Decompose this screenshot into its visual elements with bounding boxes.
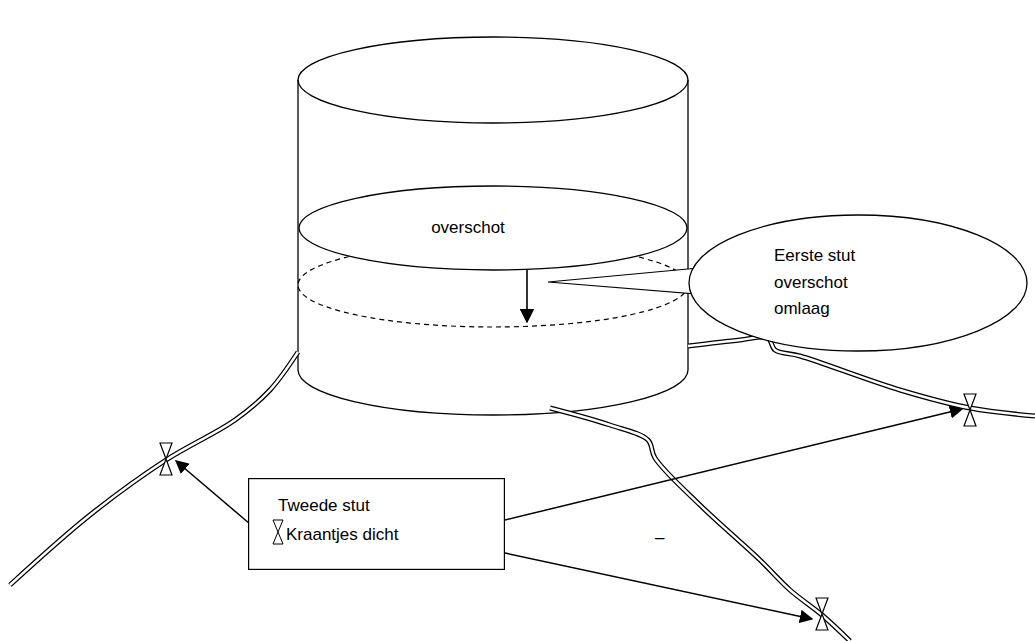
leader-arrow xyxy=(176,461,250,524)
callout-text: Eerste stut overschot omlaag xyxy=(774,243,902,322)
plate-ellipse-shape xyxy=(299,186,687,270)
instruction-box-outline xyxy=(248,478,505,570)
tank-bottom xyxy=(298,370,688,415)
callout-bubble-outline xyxy=(688,214,1028,352)
leader-arrow xyxy=(505,553,812,619)
note-mark: – xyxy=(655,528,664,548)
tank-top xyxy=(298,37,688,123)
box-heading: Tweede stut xyxy=(278,492,491,519)
instruction-box: Tweede stutKraantjes dicht xyxy=(248,478,505,570)
box-row: Kraantjes dicht xyxy=(272,519,491,545)
tank-wall xyxy=(687,80,688,370)
plate-label: overschot xyxy=(431,217,505,239)
pipe-bore xyxy=(550,408,850,641)
plate-ellipse: overschot xyxy=(298,185,688,271)
callout-bubble: Eerste stut overschot omlaag xyxy=(688,214,1028,352)
callout-bubble-shape xyxy=(689,215,1027,351)
valve-symbol xyxy=(160,443,172,475)
box-text: Kraantjes dicht xyxy=(286,525,398,545)
valve-icon xyxy=(272,519,284,545)
instruction-box-shape xyxy=(249,479,505,570)
valve-icon xyxy=(273,520,283,544)
valve-symbol xyxy=(816,598,828,630)
pipe xyxy=(550,408,850,641)
tank-wall xyxy=(297,80,298,370)
leader-arrow xyxy=(505,409,962,520)
valve-symbol xyxy=(964,394,976,426)
